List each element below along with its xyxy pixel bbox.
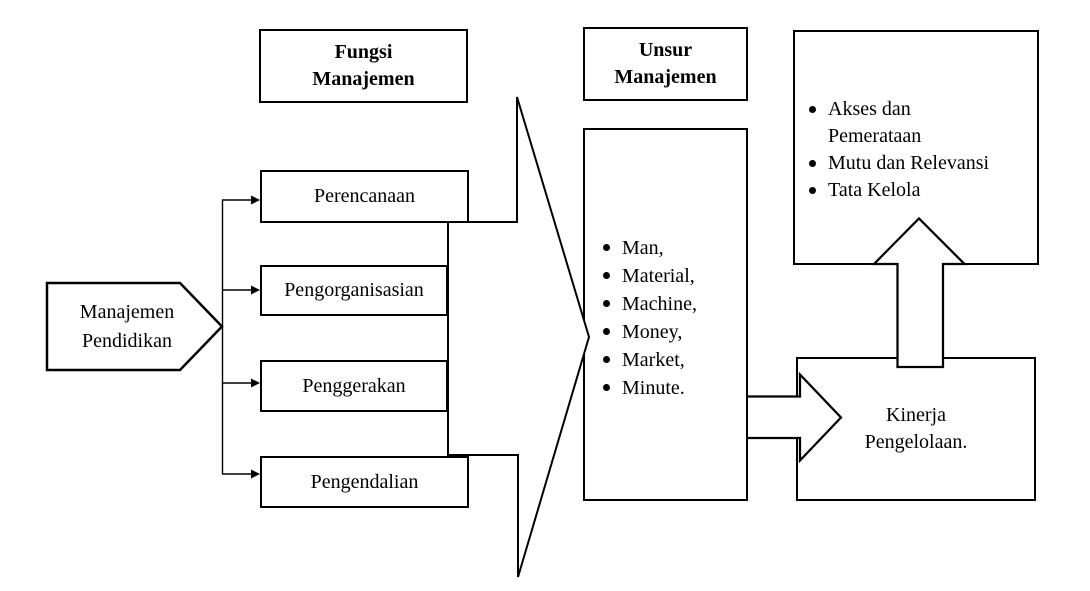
function-label: Penggerakan <box>302 374 406 397</box>
outcome-item-line1: Tata Kelola <box>828 179 921 201</box>
function-box-perencanaan: Perencanaan <box>260 170 469 223</box>
bullet-dot-icon <box>809 160 816 167</box>
bullet-dot-icon <box>603 300 610 307</box>
function-label: Pengorganisasian <box>284 279 424 301</box>
unsur-item-label: Machine, <box>622 293 697 315</box>
unsur-item-label: Material, <box>622 265 695 287</box>
outcome-item-line1: Akses dan <box>828 98 911 120</box>
fungsi-manajemen-header-box: Fungsi Manajemen <box>259 29 468 103</box>
list-item: Minute. <box>603 374 685 402</box>
unsur-item-label: Money, <box>622 321 683 343</box>
bullet-dot-icon <box>603 272 610 279</box>
unsur-items-box: Man, Material, Machine, Money, Market, M… <box>583 128 748 501</box>
list-item: Machine, <box>603 290 697 318</box>
list-item: Man, <box>603 234 664 262</box>
kinerja-box: Kinerja Pengelolaan. <box>796 357 1036 501</box>
bullet-dot-icon <box>809 106 816 113</box>
bullet-dot-icon <box>603 244 610 251</box>
function-box-penggerakan: Penggerakan <box>260 360 448 412</box>
arrowhead-icon <box>251 469 260 479</box>
list-item: Market, <box>603 346 685 374</box>
arrowhead-icon <box>251 378 260 388</box>
list-item: Tata Kelola <box>809 177 920 204</box>
unsur-manajemen-header-box: Unsur Manajemen <box>583 27 748 101</box>
unsur-to-kinerja-arrow <box>748 371 843 464</box>
unsur-item-label: Minute. <box>622 377 685 399</box>
kinerja-label-line1: Kinerja <box>886 404 946 426</box>
outcome-item-label: Akses dan Pemerataan <box>828 96 921 150</box>
bullet-dot-icon <box>603 384 610 391</box>
function-box-pengorganisasian: Pengorganisasian <box>260 265 448 316</box>
manajemen-pendidikan-pentagon <box>45 281 224 372</box>
fungsi-header-line1: Fungsi <box>334 41 393 63</box>
kinerja-to-outcomes-arrow <box>871 216 968 369</box>
functions-to-unsur-big-arrow <box>447 96 591 578</box>
outcome-item-label: Tata Kelola <box>828 177 920 204</box>
unsur-item-label: Market, <box>622 349 685 371</box>
unsur-header-line1: Unsur <box>638 39 693 61</box>
bullet-dot-icon <box>809 187 816 194</box>
kinerja-label-line2: Pengelolaan. <box>864 431 968 453</box>
list-item: Money, <box>603 318 682 346</box>
outcome-item-line1: Mutu dan Relevansi <box>828 152 990 174</box>
bullet-dot-icon <box>603 328 610 335</box>
function-box-pengendalian: Pengendalian <box>260 456 469 508</box>
function-label: Pengendalian <box>310 470 419 493</box>
list-item: Akses dan Pemerataan <box>809 96 921 150</box>
list-item: Mutu dan Relevansi <box>809 150 989 177</box>
arrowhead-icon <box>251 285 260 295</box>
arrowhead-icon <box>251 195 260 205</box>
list-item: Material, <box>603 262 695 290</box>
source-node-label: Manajemen Pendidikan <box>47 283 207 370</box>
unsur-header-line2: Manajemen <box>614 66 717 88</box>
bullet-dot-icon <box>603 356 610 363</box>
outcome-item-line2: Pemerataan <box>828 125 922 147</box>
outcome-item-label: Mutu dan Relevansi <box>828 150 989 177</box>
unsur-item-label: Man, <box>622 237 664 259</box>
pentagon-label-line2: Pendidikan <box>82 329 172 352</box>
function-label: Perencanaan <box>313 185 416 207</box>
pentagon-label-line1: Manajemen <box>79 300 175 323</box>
fungsi-header-line2: Manajemen <box>312 68 415 90</box>
